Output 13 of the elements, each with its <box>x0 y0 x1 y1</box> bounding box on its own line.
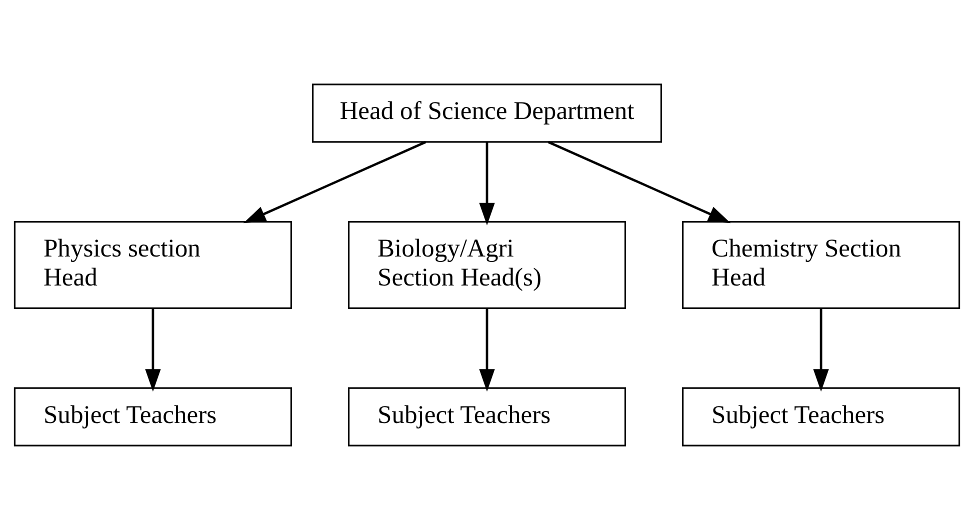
arrow <box>145 308 161 392</box>
node-box: Subject Teachers <box>14 387 292 446</box>
node-box: Head of Science Department <box>312 84 662 143</box>
arrow <box>243 140 426 224</box>
arrow <box>479 142 495 226</box>
arrow <box>548 140 731 224</box>
arrow <box>479 308 495 392</box>
node-box: Subject Teachers <box>682 387 960 446</box>
arrow <box>813 308 829 392</box>
node-box: Subject Teachers <box>348 387 626 446</box>
node-box: Biology/Agri Section Head(s) <box>348 221 626 309</box>
node-box: Chemistry Section Head <box>682 221 960 309</box>
node-box: Physics section Head <box>14 221 292 309</box>
